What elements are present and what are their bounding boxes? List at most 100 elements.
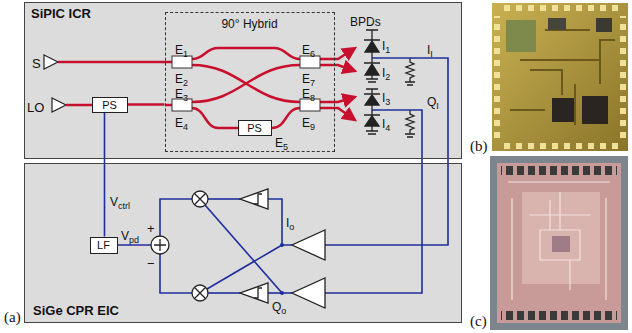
signal-label: II — [427, 44, 433, 57]
die-block — [552, 98, 574, 122]
photodiode-symbol — [365, 64, 379, 75]
subscript: 3 — [183, 93, 188, 103]
label-anchor: BPDs — [350, 12, 381, 30]
resistor-symbol — [405, 110, 415, 137]
die-block — [582, 96, 608, 124]
signal-label: E9 — [302, 117, 315, 130]
photodiode-symbol — [365, 41, 379, 52]
signal-label: E1 — [175, 44, 188, 57]
signal-label: E4 — [175, 117, 188, 130]
label-anchor: − — [147, 254, 155, 272]
signal-label: Vpd — [121, 230, 139, 243]
label-anchor: (b) — [470, 137, 488, 155]
signal-label: E5 — [275, 137, 288, 150]
phase-shifter-box: PS — [92, 97, 128, 113]
light-output — [320, 48, 355, 59]
signal-label: S — [32, 56, 41, 71]
signal-label: − — [147, 256, 155, 271]
pad-row — [501, 311, 617, 320]
wire — [208, 292, 240, 294]
waveguide — [192, 48, 300, 59]
die-traces — [510, 30, 615, 125]
light-output — [320, 65, 355, 71]
subscript: 2 — [183, 78, 188, 88]
label-anchor: E9 — [302, 113, 315, 131]
connector — [128, 103, 165, 106]
waveguide — [165, 104, 172, 107]
label-anchor: E5 — [275, 133, 288, 151]
subscript: ctrl — [118, 201, 130, 211]
die-region — [506, 20, 536, 52]
limiter-symbol — [240, 189, 268, 209]
signal-label: BPDs — [350, 16, 381, 29]
signal-label: + — [147, 221, 155, 236]
label-anchor: Qo — [272, 297, 286, 315]
circuit-blocks — [151, 189, 325, 308]
waveguides — [58, 48, 355, 128]
junction-dot — [280, 243, 284, 247]
label-anchor: (c) — [470, 312, 487, 330]
label-anchor: (a) — [4, 308, 21, 326]
summer-symbol — [151, 236, 169, 254]
label-anchor: I1 — [382, 36, 390, 54]
subscript: I — [436, 101, 439, 111]
signal-label: E6 — [302, 44, 315, 57]
wire — [208, 198, 240, 200]
pad-row — [501, 166, 617, 175]
wire — [160, 254, 192, 293]
signal-label: E8 — [302, 88, 315, 101]
pad-row — [494, 16, 500, 138]
subscript: o — [289, 222, 294, 232]
die-photo — [492, 3, 628, 151]
label-anchor: I4 — [382, 114, 390, 132]
label-anchor: I2 — [382, 63, 390, 81]
subscript: pd — [129, 235, 139, 245]
pad-row — [498, 5, 622, 11]
signal-label: E2 — [175, 73, 188, 86]
pad-row — [620, 16, 626, 138]
subscript: I — [430, 49, 433, 59]
summer-plus — [154, 239, 166, 251]
signal-label: I1 — [382, 40, 390, 53]
panel-title: SiGe CPR EIC — [33, 303, 119, 318]
subscript: 8 — [310, 93, 315, 103]
die-traces — [508, 182, 610, 300]
label-anchor: Vctrl — [110, 192, 130, 210]
box-label: PS — [102, 99, 117, 111]
subscript: 1 — [183, 49, 188, 59]
light-output — [320, 97, 355, 102]
die-region — [522, 192, 600, 284]
junction-dot — [280, 291, 284, 295]
wire — [160, 199, 192, 236]
label-anchor: + — [147, 219, 155, 237]
connector — [104, 113, 106, 237]
amplifier-symbol — [292, 230, 325, 260]
subscript: 1 — [385, 45, 390, 55]
phase-shifter-box: PS — [238, 120, 272, 136]
signal-label: I3 — [382, 92, 390, 105]
couplers — [172, 56, 320, 111]
chip-panel: SiGe CPR EICLF — [24, 163, 462, 323]
diode-wiring — [364, 89, 380, 134]
label-anchor: QI — [427, 92, 439, 110]
die-block — [552, 236, 570, 252]
signal-label: QI — [427, 96, 439, 109]
electrical-wires — [118, 58, 448, 293]
photodiode-symbol — [365, 116, 379, 126]
waveguide — [66, 104, 92, 107]
coupler — [172, 56, 192, 68]
waveguide — [192, 108, 238, 128]
mixer-cross — [194, 193, 205, 298]
signal-label: E3 — [175, 88, 188, 101]
waveguide — [192, 65, 300, 102]
subscript: 2 — [385, 72, 390, 82]
wire — [205, 205, 282, 293]
chip-panel: SiPIC ICRPS90° HybridPS — [24, 2, 462, 159]
photodiode-symbol — [365, 95, 379, 105]
subscript: 5 — [283, 142, 288, 152]
subscript: 3 — [385, 97, 390, 107]
label-anchor: II — [427, 40, 433, 58]
wire — [325, 110, 422, 293]
